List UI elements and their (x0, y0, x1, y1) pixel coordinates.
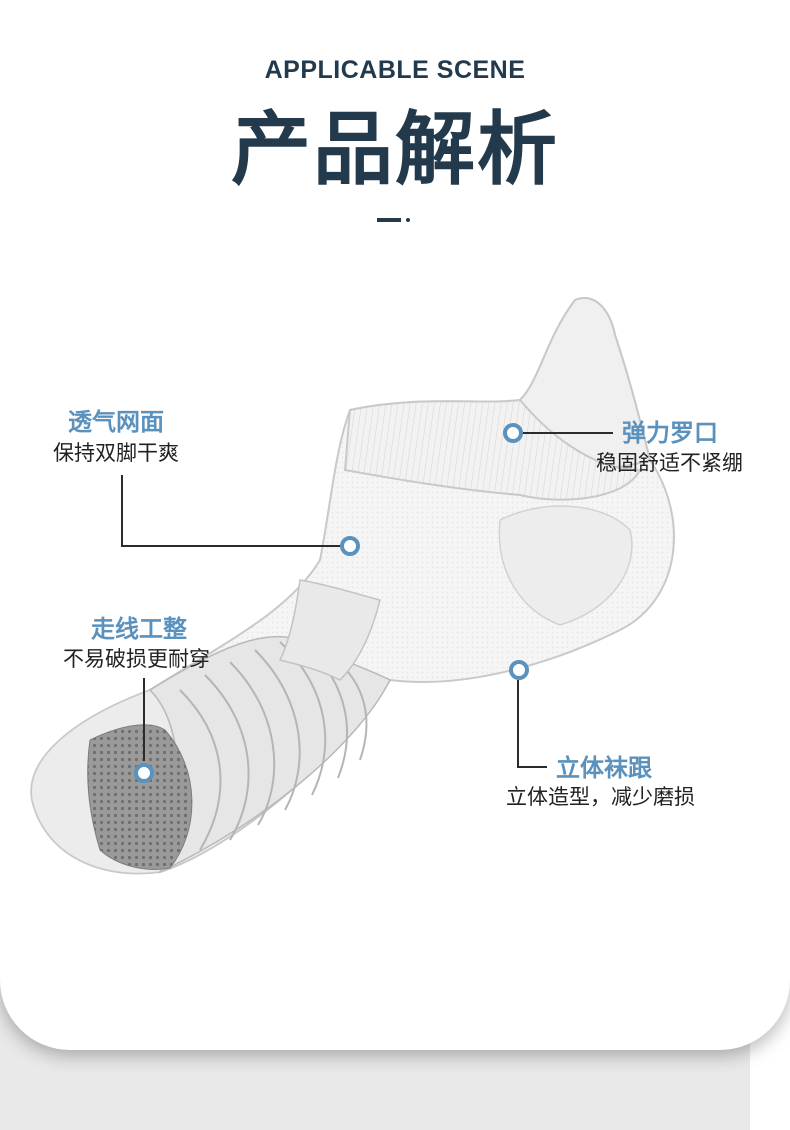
stitch-callout-desc: 不易破损更耐穿 (63, 647, 210, 671)
sock-logo-band (278, 579, 381, 681)
stitch-callout-title: 走线工整 (91, 615, 187, 643)
mesh-callout-desc: 保持双脚干爽 (53, 441, 179, 465)
mesh-marker-dot (340, 536, 360, 556)
sock-mesh-panel (87, 724, 193, 870)
product-card: APPLICABLE SCENE 产品解析 (30, 56, 743, 875)
title-divider (377, 218, 401, 222)
heel-callout-desc: 立体造型，减少磨损 (506, 785, 695, 809)
mesh-callout-title: 透气网面 (68, 408, 164, 436)
mesh-leader-vertical (121, 475, 123, 547)
section-eyebrow: APPLICABLE SCENE (264, 56, 526, 84)
sock-cuff (343, 398, 642, 501)
title-divider-dot (406, 218, 410, 222)
mesh-leader-horizontal (121, 545, 342, 547)
heel-callout-title: 立体袜跟 (556, 754, 652, 782)
heel-marker-dot (509, 660, 529, 680)
sock-heel (498, 505, 633, 626)
cuff-callout-desc: 稳固舒适不紧绷 (596, 451, 743, 475)
stitch-marker-dot (134, 763, 154, 783)
heel-leader-horizontal (517, 766, 547, 768)
page-title: 产品解析 (231, 103, 559, 196)
heel-leader-vertical (517, 680, 519, 768)
cuff-marker-dot (503, 423, 523, 443)
stitch-leader-vertical (143, 678, 145, 761)
cuff-leader-horizontal (523, 432, 613, 434)
cuff-callout-title: 弹力罗口 (622, 419, 718, 447)
